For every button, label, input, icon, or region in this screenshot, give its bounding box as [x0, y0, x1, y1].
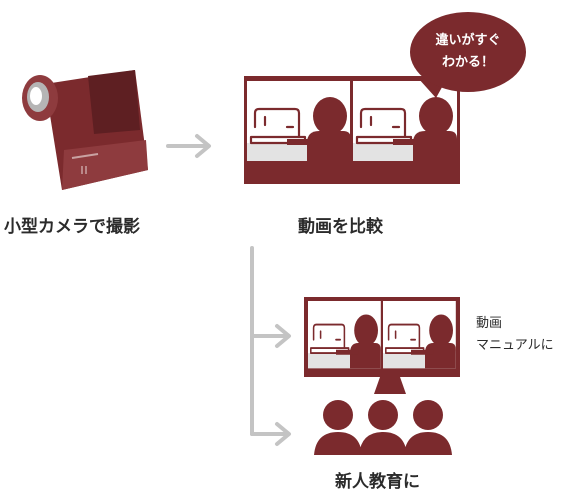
manual-step-label: 動画 マニュアルに: [476, 313, 554, 357]
capture-step-label: 小型カメラで撮影: [4, 217, 140, 237]
video-camera-icon: [22, 70, 148, 190]
compare-step-label: 動画を比較: [298, 217, 383, 237]
speech-line-2: わかる！: [441, 55, 494, 70]
speech-bubble-text: 違いがすぐ わかる！: [428, 30, 508, 74]
video-manual-monitor-icon: [304, 297, 460, 394]
flow-arrow-branch: [250, 246, 291, 446]
comparison-screen-icon: [244, 76, 460, 184]
speech-bubble: [410, 12, 526, 98]
flow-arrow-capture-to-compare: [166, 134, 211, 158]
manual-line-2: マニュアルに: [476, 338, 554, 353]
manual-line-1: 動画: [476, 316, 503, 331]
trainee-group-icon: [314, 400, 452, 455]
speech-line-1: 違いがすぐ: [435, 33, 501, 48]
training-step-label: 新人教育に: [335, 472, 420, 492]
